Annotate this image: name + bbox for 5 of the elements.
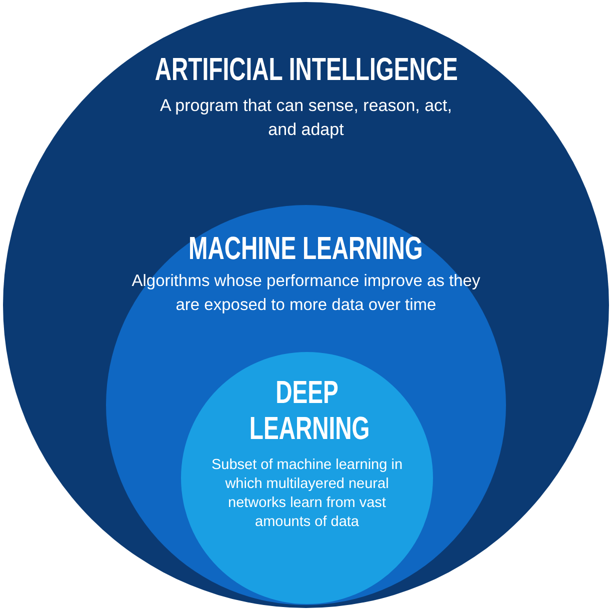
description: A program that can sense, reason, act, and adapt (159, 95, 453, 141)
heading: ARTIFICIAL INTELLIGENCE (154, 50, 458, 88)
description: Algorithms whose performance improve as they are exposed to more data over time (130, 271, 482, 316)
heading: MACHINE LEARNING (188, 229, 424, 267)
description: Subset of machine learning in which multilayered neural networks learn from vast amounts of data (210, 456, 404, 532)
